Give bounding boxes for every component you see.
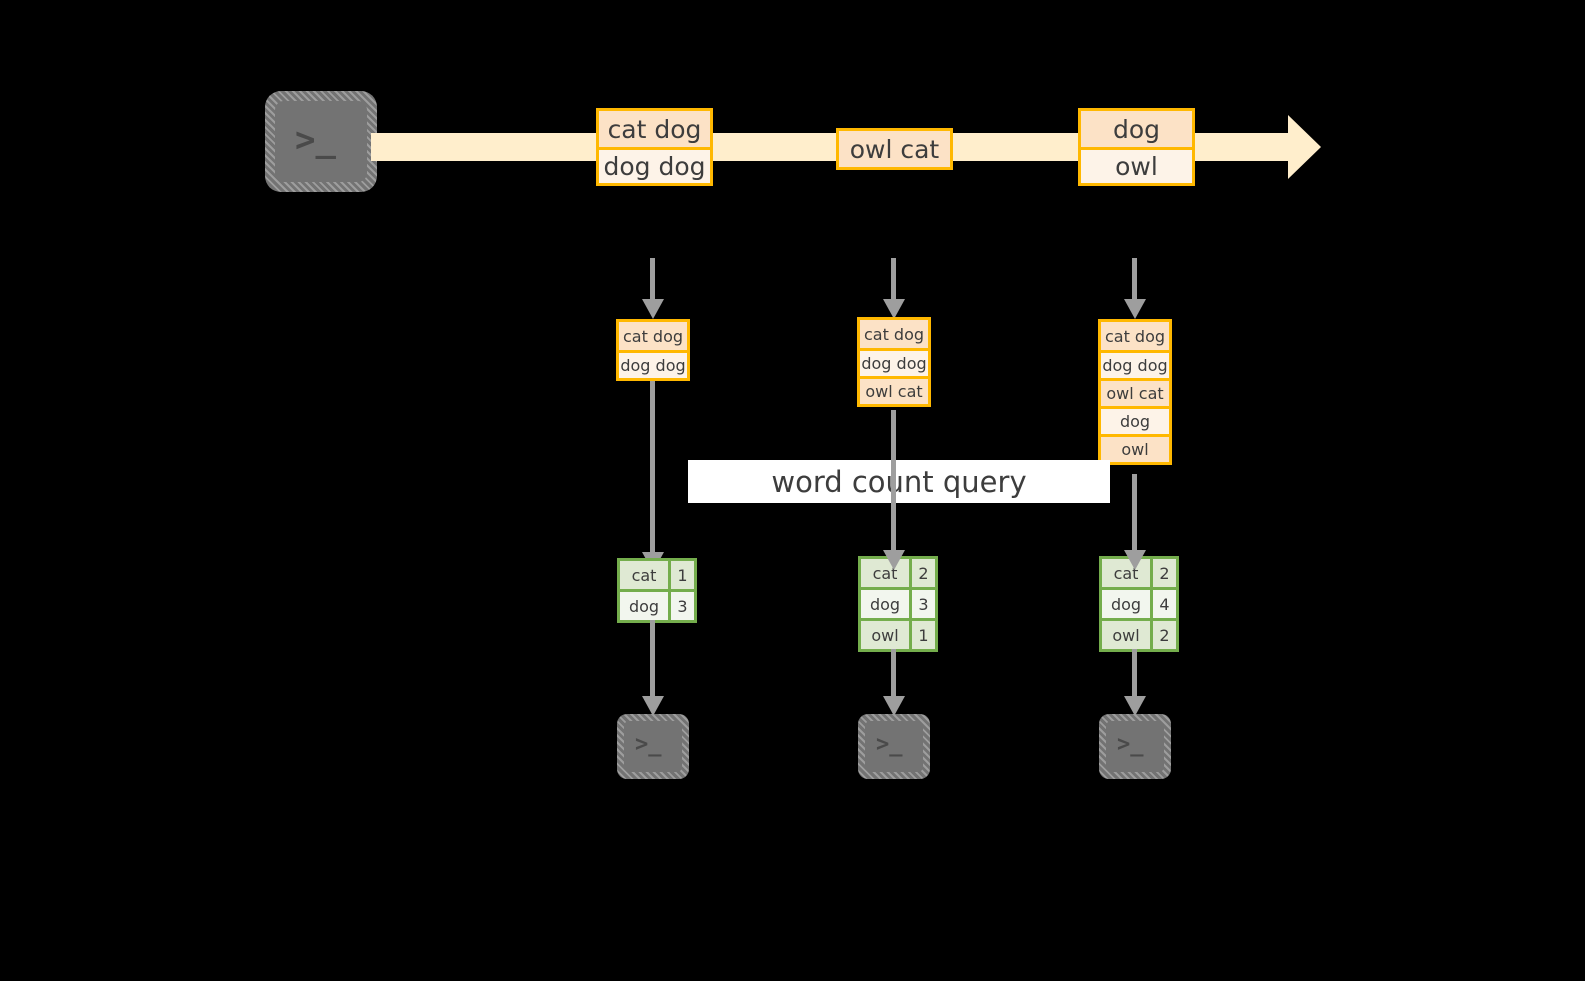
arrowhead-col2-top [883,299,905,319]
stream-message-line: owl [1081,147,1192,183]
word-cell: dog [620,592,668,620]
terminal-icon-consumer-2: >_ [858,714,930,779]
dashed-connector-col2 [891,258,896,302]
count-cell: 2 [1150,559,1176,587]
word-cell: dog [1102,590,1150,618]
arrowhead-col1-bottom [642,696,664,716]
terminal-icon-consumer-1: >_ [617,714,689,779]
log-entry: dog dog [860,348,928,376]
count-cell: 1 [668,561,694,589]
output-connector-col3 [1132,649,1137,700]
output-connector-col2 [891,649,896,700]
table-row: dog 3 [620,589,694,620]
arrowhead-col3-bottom [1124,696,1146,716]
stream-message-line: cat dog [599,111,710,147]
stream-message-1: cat dog dog dog [596,108,713,186]
stream-message-line: dog [1081,111,1192,147]
query-connector-col1 [650,381,655,556]
word-cell: dog [861,590,909,618]
log-entry: dog dog [619,350,687,378]
terminal-icon-consumer-3: >_ [1099,714,1171,779]
arrowhead-col2-mid [883,550,905,570]
result-table-1: cat 1 dog 3 [617,558,697,623]
query-connector-col3 [1132,474,1137,554]
log-entry: owl cat [1101,378,1169,406]
table-row: cat 2 [1102,559,1176,587]
log-entry: cat dog [1101,322,1169,350]
word-cell: cat [1102,559,1150,587]
table-row: dog 4 [1102,587,1176,618]
log-entry: cat dog [860,320,928,348]
log-entry: owl cat [860,376,928,404]
log-snapshot-1: cat dog dog dog [616,319,690,381]
stream-message-line: owl cat [839,131,950,167]
arrowhead-col3-top [1124,299,1146,319]
table-row: owl 2 [1102,618,1176,649]
count-cell: 1 [909,621,935,649]
query-banner: word count query [688,460,1110,503]
output-connector-col1 [650,620,655,700]
table-row: owl 1 [861,618,935,649]
stream-message-3: dog owl [1078,108,1195,186]
prompt-glyph: >_ [876,732,903,757]
dashed-connector-col1 [650,258,655,302]
log-snapshot-3: cat dog dog dog owl cat dog owl [1098,319,1172,465]
log-entry: owl [1101,434,1169,462]
query-banner-label: word count query [771,464,1027,499]
query-connector-col2 [891,410,896,554]
log-entry: dog dog [1101,350,1169,378]
count-cell: 3 [909,590,935,618]
stream-message-2: owl cat [836,128,953,170]
right-arrow-icon-stream [1288,115,1321,179]
arrowhead-col2-bottom [883,696,905,716]
log-entry: cat dog [619,322,687,350]
count-cell: 4 [1150,590,1176,618]
count-cell: 2 [909,559,935,587]
log-snapshot-2: cat dog dog dog owl cat [857,317,931,407]
stream-message-line: dog dog [599,147,710,183]
dashed-connector-col3 [1132,258,1137,302]
prompt-glyph: >_ [635,732,662,757]
count-cell: 2 [1150,621,1176,649]
prompt-glyph: >_ [295,120,336,160]
result-table-3: cat 2 dog 4 owl 2 [1099,556,1179,652]
arrowhead-col1-top [642,299,664,319]
log-entry: dog [1101,406,1169,434]
arrowhead-col3-mid [1124,550,1146,570]
prompt-glyph: >_ [1117,732,1144,757]
word-cell: cat [620,561,668,589]
word-cell: owl [861,621,909,649]
table-row: cat 1 [620,561,694,589]
table-row: dog 3 [861,587,935,618]
result-table-2: cat 2 dog 3 owl 1 [858,556,938,652]
word-cell: owl [1102,621,1150,649]
count-cell: 3 [668,592,694,620]
terminal-icon-producer: >_ [265,91,377,192]
